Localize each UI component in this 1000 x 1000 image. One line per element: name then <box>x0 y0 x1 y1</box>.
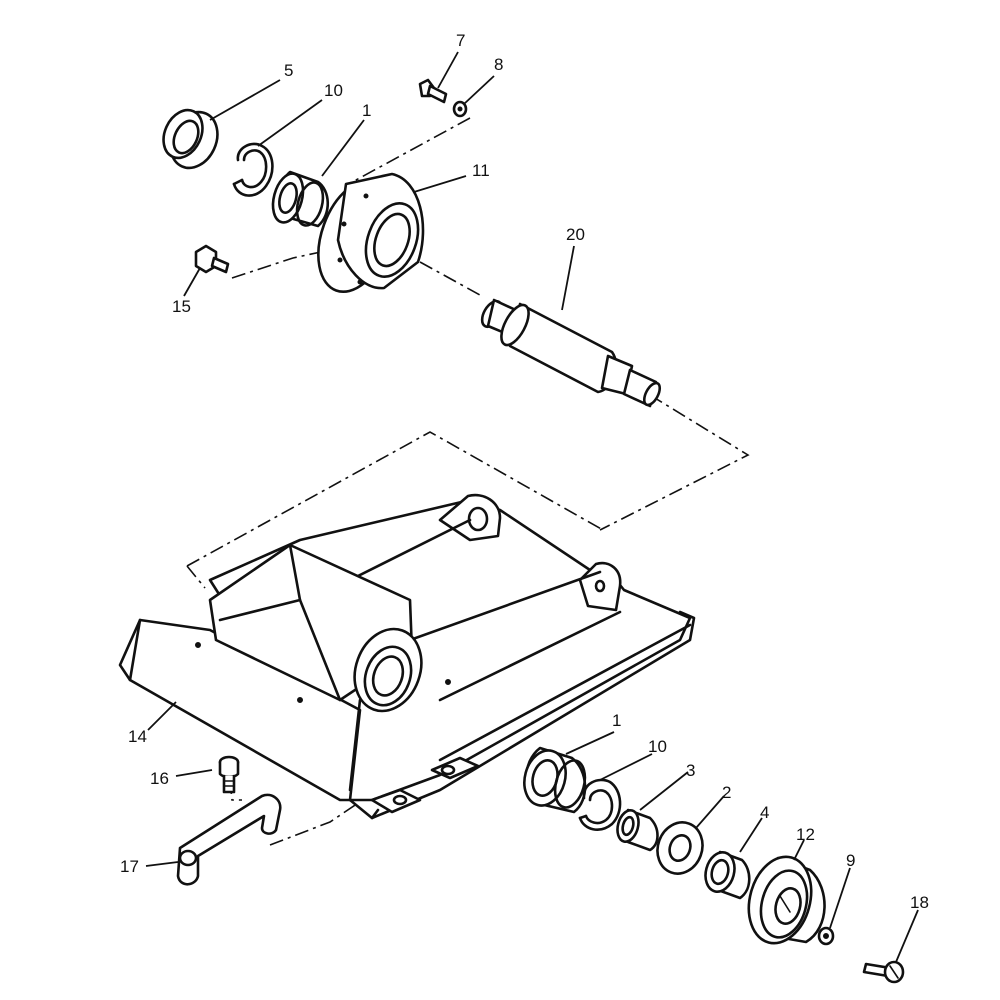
callout-12: 12 <box>796 825 815 844</box>
part-4-bushing <box>704 850 751 900</box>
callout-11: 11 <box>472 161 490 180</box>
part-5-seal <box>162 108 219 170</box>
part-16-cap-screw <box>218 755 240 794</box>
part-15-bolt <box>194 244 230 274</box>
callout-5: 5 <box>284 61 293 80</box>
callout-17: 17 <box>120 857 139 876</box>
part-2-washer <box>656 821 704 875</box>
part-7-bolt <box>418 78 448 104</box>
part-12-pulley <box>747 855 826 945</box>
callout-10-upper: 10 <box>324 81 343 100</box>
part-1-bearing-upper <box>271 170 330 228</box>
callout-3: 3 <box>686 761 695 780</box>
callout-1-lower: 1 <box>612 711 621 730</box>
part-20-shaft <box>480 298 662 408</box>
callout-9: 9 <box>846 851 855 870</box>
leader-lines <box>145 51 919 963</box>
part-3-spacer <box>616 808 659 852</box>
part-10-snap-ring-upper <box>232 142 274 197</box>
callout-18: 18 <box>910 893 929 912</box>
callout-8: 8 <box>494 55 503 74</box>
part-18-screw <box>862 960 905 984</box>
callout-20: 20 <box>566 225 585 244</box>
part-17-bracket <box>176 793 282 886</box>
part-9-nut <box>817 926 835 946</box>
callout-7: 7 <box>456 31 465 50</box>
callout-2: 2 <box>722 783 731 802</box>
callout-15: 15 <box>172 297 191 316</box>
callout-14: 14 <box>128 727 147 746</box>
callout-4: 4 <box>760 803 769 822</box>
part-10-snap-ring-lower <box>578 778 622 831</box>
callout-10-lower: 10 <box>648 737 667 756</box>
callout-1-upper: 1 <box>362 101 371 120</box>
assembly-lines <box>186 117 750 846</box>
part-11-bearing-housing <box>317 172 425 294</box>
callout-labels: 5 10 1 7 8 11 20 15 14 16 17 1 10 3 2 4 … <box>120 31 929 912</box>
part-1-bearing-lower <box>523 746 587 814</box>
callout-16: 16 <box>150 769 169 788</box>
part-8-nut <box>452 100 468 118</box>
part-14-base-plate <box>118 493 696 820</box>
